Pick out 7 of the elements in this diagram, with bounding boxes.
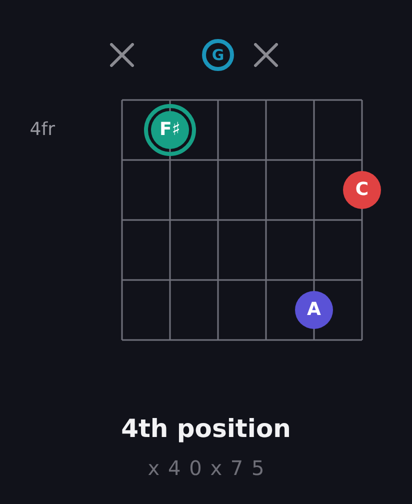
fret-number: 4fr — [30, 119, 55, 141]
note-dot: A — [295, 291, 333, 329]
fingering-code: x40x75 — [148, 456, 273, 480]
open-string-ring: G — [202, 39, 234, 71]
chord-title: 4th position — [121, 414, 291, 443]
root-note-dot: F♯ — [144, 104, 196, 156]
note-dot: C — [343, 171, 381, 209]
